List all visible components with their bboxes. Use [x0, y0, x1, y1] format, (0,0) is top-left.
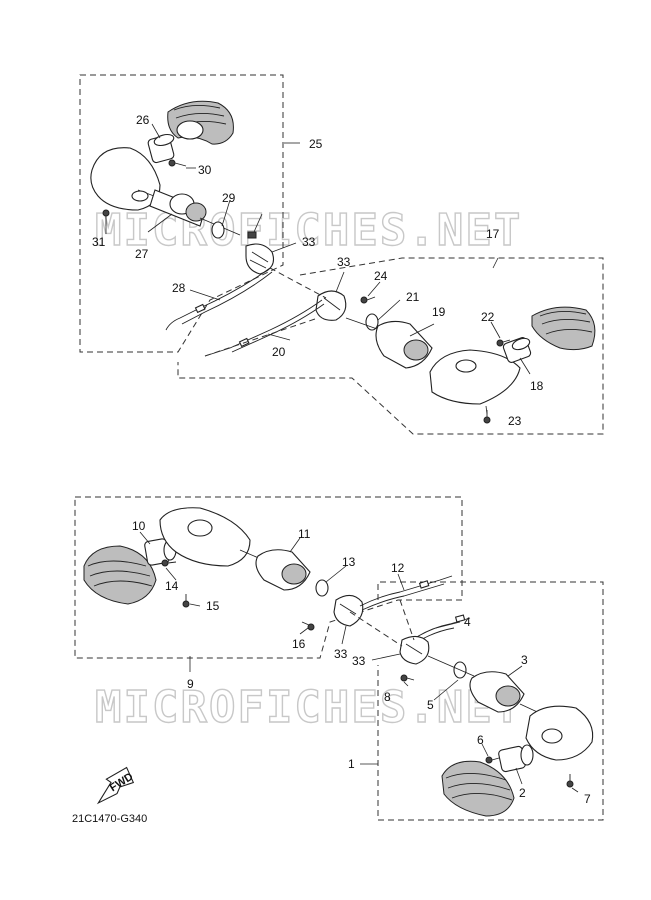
screw-22	[496, 339, 511, 347]
screw-15	[182, 594, 190, 608]
label-11: 11	[298, 527, 311, 541]
stem-19	[345, 317, 433, 369]
washer-29	[211, 221, 225, 239]
lens-26-top	[167, 100, 234, 145]
label-3: 3	[521, 653, 528, 667]
label-33-top-right: 33	[337, 255, 351, 269]
label-19: 19	[432, 305, 446, 319]
screw-30	[168, 159, 187, 167]
housing-23	[429, 349, 521, 405]
bulb-2	[498, 744, 534, 773]
label-31: 31	[92, 235, 106, 249]
label-18: 18	[530, 379, 544, 393]
label-29: 29	[222, 191, 236, 205]
label-24: 24	[374, 269, 388, 283]
label-28: 28	[172, 281, 186, 295]
label-10: 10	[132, 519, 146, 533]
group-box-25	[79, 74, 284, 353]
stem-27	[149, 189, 241, 236]
svg-text:FWD: FWD	[108, 771, 136, 794]
part-labels: 26 30 25 29 31 27 33 17 33 24 28 21 19 2…	[92, 113, 591, 806]
housing-9	[159, 507, 251, 567]
diagram-code: 21C1470-G340	[72, 813, 147, 825]
label-20: 20	[272, 345, 286, 359]
watermark-top: MICROFICHES.NET	[95, 205, 522, 256]
screw-14	[161, 559, 177, 567]
label-17: 17	[486, 227, 500, 241]
bracket-33-top-right	[315, 290, 347, 321]
screw-16	[301, 621, 315, 631]
bracket-33-top	[245, 243, 275, 275]
fwd-arrow-icon: FWD	[96, 766, 136, 805]
label-21: 21	[406, 290, 420, 304]
bulb-10	[144, 538, 177, 566]
label-26: 26	[136, 113, 150, 127]
screw-6	[485, 756, 500, 764]
label-1: 1	[348, 757, 355, 771]
bulb-26	[147, 133, 175, 164]
stem-3	[427, 655, 547, 717]
label-33-top: 33	[302, 235, 316, 249]
watermark-bottom: MICROFICHES.NET	[95, 682, 522, 733]
group-box-9	[74, 496, 463, 659]
label-12: 12	[391, 561, 405, 575]
screw-24	[360, 296, 376, 304]
nut-32	[247, 231, 257, 239]
stem-11	[239, 549, 311, 591]
label-8: 8	[384, 690, 391, 704]
label-6: 6	[477, 733, 484, 747]
group-box-17	[177, 257, 604, 435]
label-14: 14	[165, 579, 179, 593]
label-13: 13	[342, 555, 356, 569]
label-33-bottom-left: 33	[334, 647, 348, 661]
screw-8	[400, 674, 415, 682]
label-5: 5	[427, 698, 434, 712]
label-4: 4	[464, 615, 471, 629]
lens-18-top	[531, 306, 596, 351]
label-25: 25	[309, 137, 323, 151]
label-30: 30	[198, 163, 212, 177]
housing-1	[525, 705, 594, 761]
screw-7	[566, 774, 574, 788]
label-27: 27	[135, 247, 149, 261]
label-23: 23	[508, 414, 522, 428]
label-15: 15	[206, 599, 220, 613]
screw-31	[102, 209, 110, 226]
label-9: 9	[187, 677, 194, 691]
bulb-18	[502, 337, 532, 363]
bracket-33-bottom-right	[399, 635, 430, 665]
group-box-1	[377, 581, 604, 821]
wire-12	[359, 575, 453, 611]
leader-lines	[105, 123, 579, 793]
label-33-bottom-right: 33	[352, 654, 366, 668]
wire-20	[204, 299, 325, 357]
label-7: 7	[584, 792, 591, 806]
label-16: 16	[292, 637, 306, 651]
wire-28	[165, 267, 273, 331]
connector-dashes	[204, 267, 415, 647]
label-2: 2	[519, 786, 526, 800]
label-22: 22	[481, 310, 495, 324]
washer-13	[315, 579, 329, 597]
lens-9	[83, 545, 157, 605]
lens-1	[441, 760, 515, 817]
bracket-33-bottom-left	[333, 594, 364, 627]
